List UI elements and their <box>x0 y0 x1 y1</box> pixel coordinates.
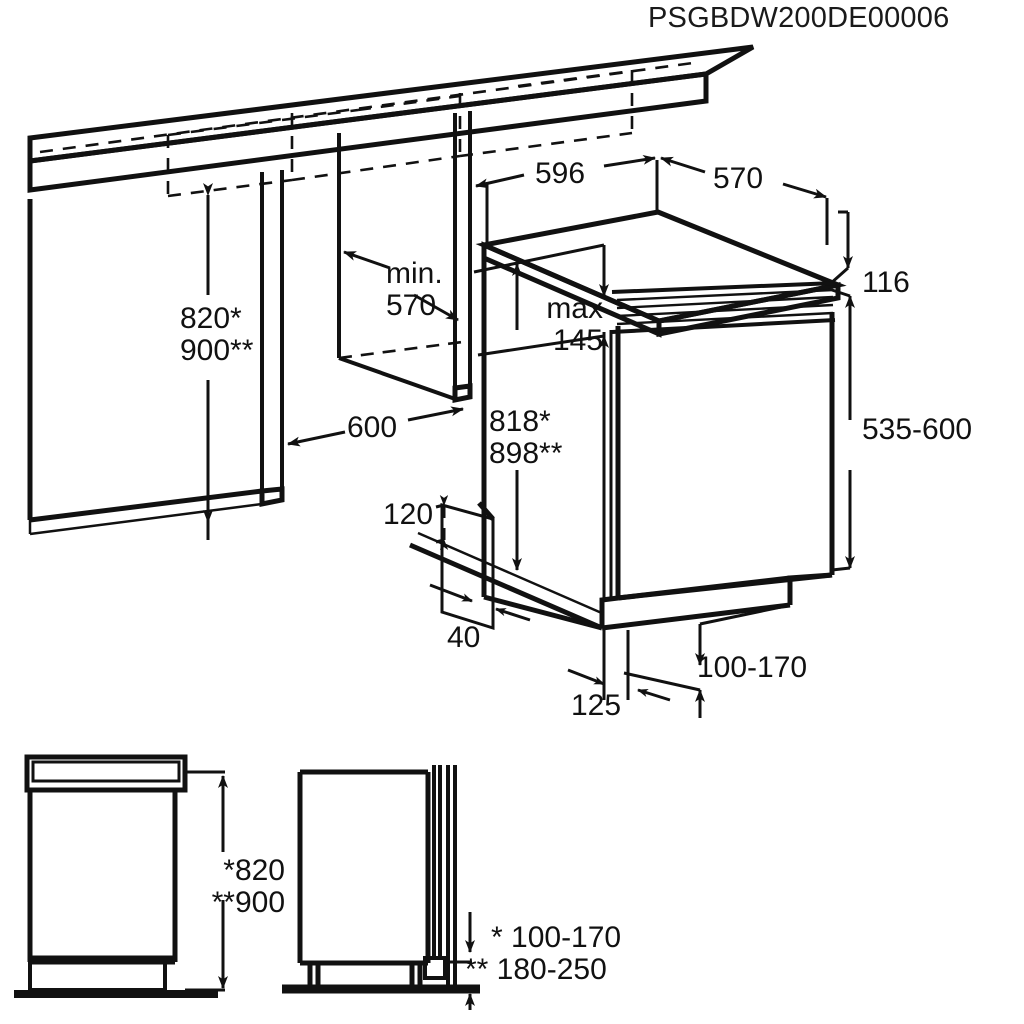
front-elevation-outline <box>24 754 188 965</box>
document-reference-title: PSGBDW200DE00006 <box>648 2 950 34</box>
front-elevation-plinth <box>28 962 167 992</box>
dim-front-elevation-height <box>185 770 228 992</box>
label-appliance-height: 818* 898** <box>489 406 562 470</box>
label-footnote-single-star: * 100-170 <box>491 921 622 954</box>
label-plinth-depth: 125 <box>571 689 622 722</box>
label-front-elevation-height-line1: *820 <box>223 854 285 887</box>
dim-appliance-width <box>475 154 659 243</box>
label-worktop-overhang-max: max 145 <box>521 293 603 357</box>
side-elevation-legs <box>307 963 423 985</box>
cabinet-partition-right-bottom <box>452 383 473 404</box>
label-appliance-width: 596 <box>535 157 586 190</box>
cabinet-partition-left <box>260 170 284 504</box>
dishwasher-control-panel-strip <box>616 288 834 326</box>
label-cabinet-height-line2: 900** <box>180 333 254 367</box>
label-cabinet-height: 820* 900** <box>180 303 253 367</box>
front-elevation-control-panel <box>31 760 181 783</box>
label-niche-depth-min-line1: min. <box>386 257 443 290</box>
label-plinth-height-range: 100-170 <box>697 651 808 684</box>
side-elevation-door-panel <box>432 765 457 985</box>
niche-interior-panel <box>337 133 459 402</box>
dim-door-panel-height <box>831 288 855 572</box>
dim-side-elevation-plinth <box>445 912 475 1010</box>
label-appliance-height-line2: 898** <box>489 436 563 470</box>
cabinet-left-wall-thin <box>28 213 263 536</box>
dishwasher-left-side <box>481 258 603 631</box>
dishwasher-plinth-recess <box>599 572 833 631</box>
dim-niche-depth <box>343 250 459 322</box>
label-niche-width: 600 <box>347 411 398 444</box>
worktop-slab-thin-edges <box>29 45 754 192</box>
label-plinth-recess-height: 120 <box>383 498 434 531</box>
label-worktop-overhang-max-line2: 145 <box>552 323 603 357</box>
dishwasher-control-panel-strip-outer <box>611 281 836 334</box>
label-niche-depth-min: min. 570 <box>386 258 443 322</box>
label-appliance-height-line1: 818* <box>489 405 551 438</box>
plinth-bracket-fold <box>477 501 495 521</box>
cabinet-floor-line-thin <box>417 531 605 616</box>
dim-plinth-recess-height <box>435 495 449 550</box>
label-panel-top-offset: 116 <box>862 266 910 299</box>
side-elevation-outline <box>297 769 431 966</box>
cabinet-floor-line <box>409 542 603 631</box>
label-cabinet-height-line1: 820* <box>180 302 242 335</box>
dim-appliance-depth <box>660 156 829 245</box>
label-plinth-setback: 40 <box>447 621 481 654</box>
label-side-elevation-footnotes: * 100-170 ** 180-250 <box>465 921 622 986</box>
dim-niche-width <box>287 406 464 447</box>
dim-plinth-setback <box>429 583 531 622</box>
cabinet-partition-left-bottom <box>259 486 285 508</box>
label-niche-depth-min-line2: 570 <box>386 288 437 322</box>
label-front-elevation-height-line2: **900 <box>211 885 285 919</box>
dim-worktop-overhang <box>473 243 609 380</box>
side-elevation-hinge-block <box>423 956 447 980</box>
label-front-elevation-height: *820 **900 <box>145 855 285 919</box>
dim-plinth-depth <box>567 628 671 702</box>
cabinet-partition-right <box>453 111 472 400</box>
label-footnote-double-star: ** 180-250 <box>465 952 607 986</box>
niche-interior-hidden <box>338 339 471 360</box>
dim-panel-top-offset <box>829 210 853 286</box>
label-worktop-overhang-max-line1: max <box>546 292 603 325</box>
label-appliance-depth: 570 <box>713 162 764 195</box>
dim-plinth-height-range <box>623 604 787 718</box>
dishwasher-door-front <box>615 312 835 601</box>
label-door-panel-height: 535-600 <box>862 413 973 446</box>
worktop-hidden-construction <box>39 60 701 198</box>
plinth-bracket <box>440 503 495 631</box>
